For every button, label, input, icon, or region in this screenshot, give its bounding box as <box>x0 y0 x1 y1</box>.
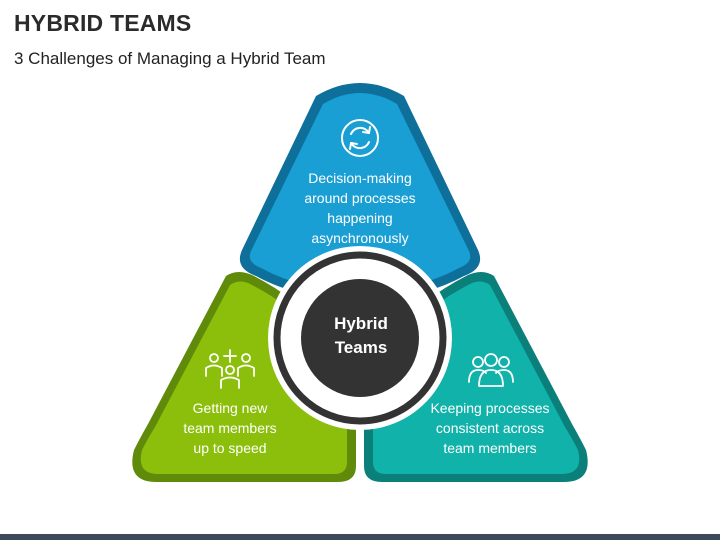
page-subtitle: 3 Challenges of Managing a Hybrid Team <box>14 49 326 68</box>
segment-top-fill <box>249 93 471 291</box>
add-team-member-icon <box>205 349 255 389</box>
segment-right-text: Keeping processes consistent across team… <box>430 400 550 456</box>
segment-left-text: Getting new team members up to speed <box>183 400 277 456</box>
center-label: Hybrid Teams <box>334 314 388 357</box>
team-group-icon <box>468 353 514 387</box>
segment-top <box>239 83 481 300</box>
segment-top-text: Decision-making around processes happeni… <box>304 170 416 246</box>
center-circle <box>301 279 419 397</box>
center-ring <box>273 251 447 425</box>
footer-bar <box>0 534 720 540</box>
page-title: HYBRID TEAMS <box>14 10 192 36</box>
refresh-cycle-icon <box>341 119 379 157</box>
